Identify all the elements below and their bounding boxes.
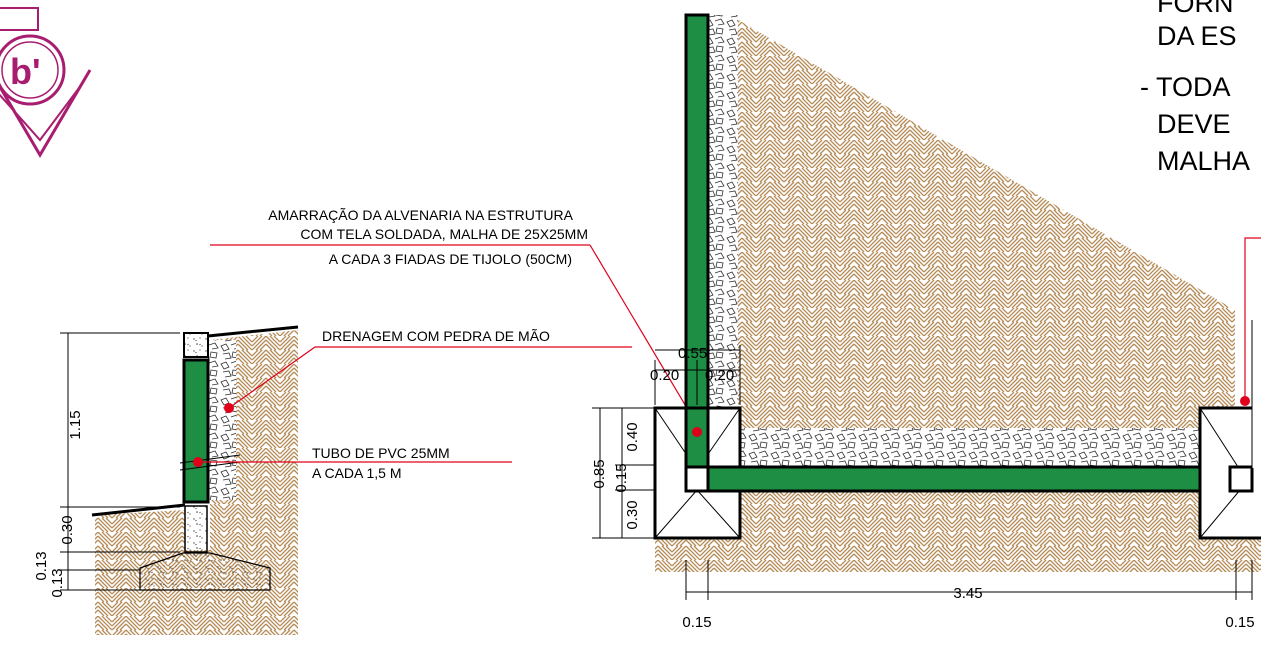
right-slab-beam [684,465,1238,493]
side-note-line3: - TODA [1140,72,1231,102]
right-section: 0.55 0.20 0.20 0.85 0.40 0.15 0.30 3.45 … [591,13,1261,631]
dim-base-height: 0.30 [59,515,76,544]
side-note-line4: DEVE [1157,109,1231,139]
right-soil-base [655,490,1261,572]
dim-right-part: 0.20 [705,367,734,384]
side-note-line2: DA ES [1157,21,1237,51]
dim-footing-a: 0.13 [33,551,50,580]
logo-text: b' [10,51,41,92]
right-soil-wedge [735,18,1235,470]
dim-top-width: 0.55 [678,345,707,362]
side-note-line1: FORN [1157,0,1234,18]
dim-left-col: 0.15 [682,614,711,631]
dim-upper: 0.40 [624,422,641,451]
right-gravel-horizontal [738,428,1200,468]
left-base-column [184,505,208,553]
dim-left-part: 0.20 [650,367,679,384]
logo: b' [0,7,92,158]
note-tubo-2: A CADA 1,5 M [312,465,401,481]
side-note-line5: MALHA [1157,146,1250,176]
right-gravel-vertical [708,15,738,470]
left-gravel-drainage [208,340,236,500]
dim-middle: 0.15 [613,463,630,492]
left-top-cap [183,332,209,358]
dim-right-col: 0.15 [1225,614,1254,631]
dim-lower: 0.30 [624,500,641,529]
left-wall [182,358,210,504]
note-drenagem: DRENAGEM COM PEDRA DE MÃO [322,328,550,344]
dim-footing-b: 0.13 [49,568,66,597]
dim-span: 3.45 [953,585,982,602]
logo-ring-icon [0,34,66,106]
note-amarracao-1: AMARRAÇÃO DA ALVENARIA NA ESTRUTURA [268,207,573,223]
note-amarracao-2: COM TELA SOLDADA, MALHA DE 25X25MM [300,226,588,242]
dim-total-height: 0.85 [591,459,608,488]
left-section: 1.15 0.30 0.13 0.13 [33,325,632,635]
note-amarracao-3: A CADA 3 FIADAS DE TIJOLO (50CM) [329,251,572,267]
dim-wall-height: 1.15 [67,410,84,439]
wall-marker-dot [692,427,702,437]
note-tubo-1: TUBO DE PVC 25MM [312,445,450,461]
left-soil [95,330,298,635]
